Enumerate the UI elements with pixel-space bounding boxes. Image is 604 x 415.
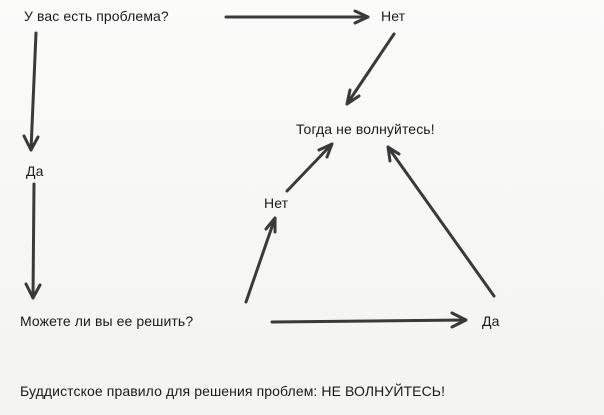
node-yes-right: Да: [482, 313, 500, 329]
node-no-top: Нет: [381, 8, 406, 24]
node-no-middle: Нет: [264, 195, 289, 211]
arrow-problem-to-yes: [22, 31, 40, 152]
arrow-yes-to-dont-worry: [386, 145, 496, 298]
arrow-can-solve-to-yes: [270, 311, 468, 329]
node-then-dont-worry: Тогда не волнуйтесь!: [296, 121, 435, 137]
arrow-no-to-dont-worry: [345, 32, 396, 106]
node-do-you-have-problem: У вас есть проблема?: [24, 8, 169, 24]
node-can-you-solve-it: Можете ли вы ее решить?: [20, 313, 194, 329]
arrow-problem-to-no: [224, 9, 370, 25]
node-yes-left: Да: [26, 163, 44, 179]
caption-buddhist-rule: Буддистское правило для решения проблем:…: [20, 383, 446, 399]
arrow-yes-to-can-solve: [24, 182, 42, 300]
arrow-can-solve-to-no: [244, 216, 277, 304]
arrow-no-to-dont-worry-middle: [285, 142, 334, 193]
